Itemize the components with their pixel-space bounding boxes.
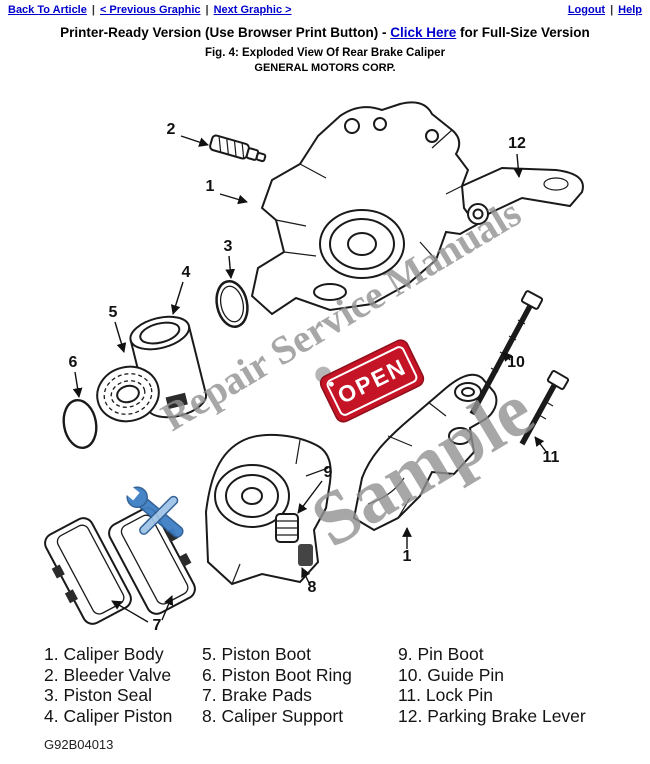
printer-ready-suffix: for Full-Size Version bbox=[456, 25, 590, 40]
legend-item: 6. Piston Boot Ring bbox=[202, 664, 352, 685]
nav-right: Logout | Help bbox=[568, 4, 642, 16]
separator: | bbox=[610, 4, 614, 16]
back-to-article-link[interactable]: Back To Article bbox=[8, 4, 87, 16]
legend-item: 1. Caliper Body bbox=[44, 644, 164, 664]
top-navigation: Back To Article | < Previous Graphic | N… bbox=[0, 0, 650, 18]
part-brake-pad-inner bbox=[108, 507, 196, 615]
callout-10: 10 bbox=[507, 354, 525, 371]
printer-ready-text: Printer-Ready Version (Use Browser Print… bbox=[60, 25, 391, 40]
previous-graphic-link[interactable]: < Previous Graphic bbox=[99, 4, 201, 16]
next-graphic-link[interactable]: Next Graphic > bbox=[213, 4, 292, 16]
legend-item: 2. Bleeder Valve bbox=[44, 664, 172, 685]
legend-item: 4. Caliper Piston bbox=[44, 705, 173, 726]
separator: | bbox=[91, 4, 95, 16]
document-code: G92B04013 bbox=[44, 736, 114, 752]
legend-item: 5. Piston Boot bbox=[202, 644, 311, 664]
callout-11: 11 bbox=[543, 449, 560, 466]
part-piston-seal bbox=[215, 280, 249, 328]
callout-9: 9 bbox=[324, 464, 333, 481]
logout-link[interactable]: Logout bbox=[567, 4, 606, 16]
callout-4: 4 bbox=[182, 264, 191, 281]
legend-item: 9. Pin Boot bbox=[398, 644, 484, 664]
callout-1-lower: 1 bbox=[403, 548, 412, 565]
separator: | bbox=[205, 4, 209, 16]
part-caliper-assembly-front bbox=[204, 433, 332, 586]
legend-item: 11. Lock Pin bbox=[398, 685, 494, 706]
legend-column-2: 5. Piston Boot 6. Piston Boot Ring 7. Br… bbox=[202, 644, 398, 727]
part-piston-boot-ring bbox=[62, 399, 98, 449]
callout-12: 12 bbox=[508, 135, 526, 152]
exploded-view-diagram: Repair Service Manuals Sample 2 1 12 3 4 bbox=[44, 101, 584, 634]
legend-column-1: 1. Caliper Body 2. Bleeder Valve 3. Pist… bbox=[44, 644, 202, 727]
part-bleeder-valve bbox=[209, 134, 267, 163]
help-link[interactable]: Help bbox=[618, 4, 642, 16]
printer-ready-line: Printer-Ready Version (Use Browser Print… bbox=[0, 25, 650, 40]
open-sign: OPEN bbox=[315, 339, 425, 423]
part-caliper-body bbox=[250, 101, 483, 316]
legend-item: 3. Piston Seal bbox=[44, 685, 152, 706]
parts-legend: 1. Caliper Body 2. Bleeder Valve 3. Pist… bbox=[44, 644, 650, 727]
legend-item: 7. Brake Pads bbox=[202, 685, 312, 706]
callout-1: 1 bbox=[206, 178, 215, 195]
full-size-version-link[interactable]: Click Here bbox=[390, 25, 457, 40]
part-pin-boot bbox=[275, 513, 299, 543]
callout-2: 2 bbox=[167, 121, 176, 138]
callouts: 2 1 12 3 4 5 6 7 9 8 1 10 bbox=[69, 121, 560, 634]
part-lock-pin bbox=[519, 370, 570, 446]
part-guide-pin bbox=[469, 290, 544, 416]
nav-left: Back To Article | < Previous Graphic | N… bbox=[8, 4, 292, 16]
callout-3: 3 bbox=[224, 238, 233, 255]
legend-item: 8. Caliper Support bbox=[202, 705, 344, 726]
figure-caption: Fig. 4: Exploded View Of Rear Brake Cali… bbox=[204, 47, 446, 59]
legend-item: 12. Parking Brake Lever bbox=[398, 705, 586, 726]
callout-7: 7 bbox=[153, 617, 162, 634]
figure-source: GENERAL MOTORS CORP. bbox=[254, 62, 396, 74]
callout-6: 6 bbox=[69, 354, 78, 371]
callout-8: 8 bbox=[308, 579, 317, 596]
part-piston-boot bbox=[96, 365, 160, 423]
part-parking-brake-lever bbox=[460, 166, 584, 225]
part-caliper-support bbox=[352, 373, 498, 532]
part-brake-pad-outer bbox=[44, 517, 132, 625]
wrench-tools-icon bbox=[124, 485, 184, 538]
legend-item: 10. Guide Pin bbox=[398, 664, 505, 685]
callout-5: 5 bbox=[109, 304, 118, 321]
legend-column-3: 9. Pin Boot 10. Guide Pin 11. Lock Pin 1… bbox=[398, 644, 586, 727]
